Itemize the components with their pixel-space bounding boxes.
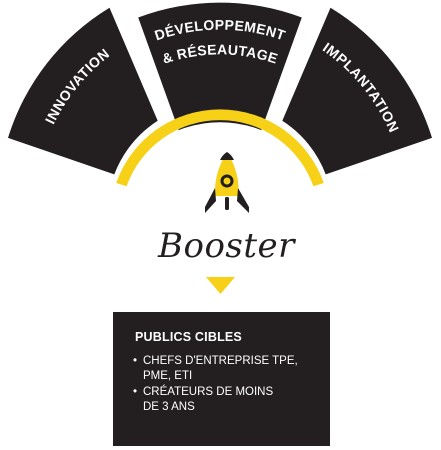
publics-title: PUBLICS CIBLES: [135, 330, 242, 344]
rocket-icon: [205, 152, 249, 213]
down-pointer: [206, 277, 235, 294]
segment-innovation: [8, 7, 158, 175]
list-item-line1: CRÉATEURS DE MOINS: [143, 386, 274, 398]
publics-cibles-box: PUBLICS CIBLES CHEFS D'ENTREPRISE TPE, P…: [113, 312, 330, 446]
list-item: CRÉATEURS DE MOINS DE 3 ANS: [133, 385, 316, 415]
list-item-line1: CHEFS D'ENTREPRISE TPE,: [143, 355, 298, 367]
list-item: CHEFS D'ENTREPRISE TPE, PME, ETI: [133, 354, 316, 384]
publics-list: CHEFS D'ENTREPRISE TPE, PME, ETI CRÉATEU…: [133, 354, 316, 415]
list-item-line2: DE 3 ANS: [143, 401, 195, 413]
segment-developpement: [138, 2, 302, 131]
list-item-line2: PME, ETI: [143, 370, 193, 382]
segment-implantation: [282, 7, 432, 175]
booster-title: Booster: [158, 226, 295, 266]
inner-yellow-arc: [116, 109, 324, 187]
